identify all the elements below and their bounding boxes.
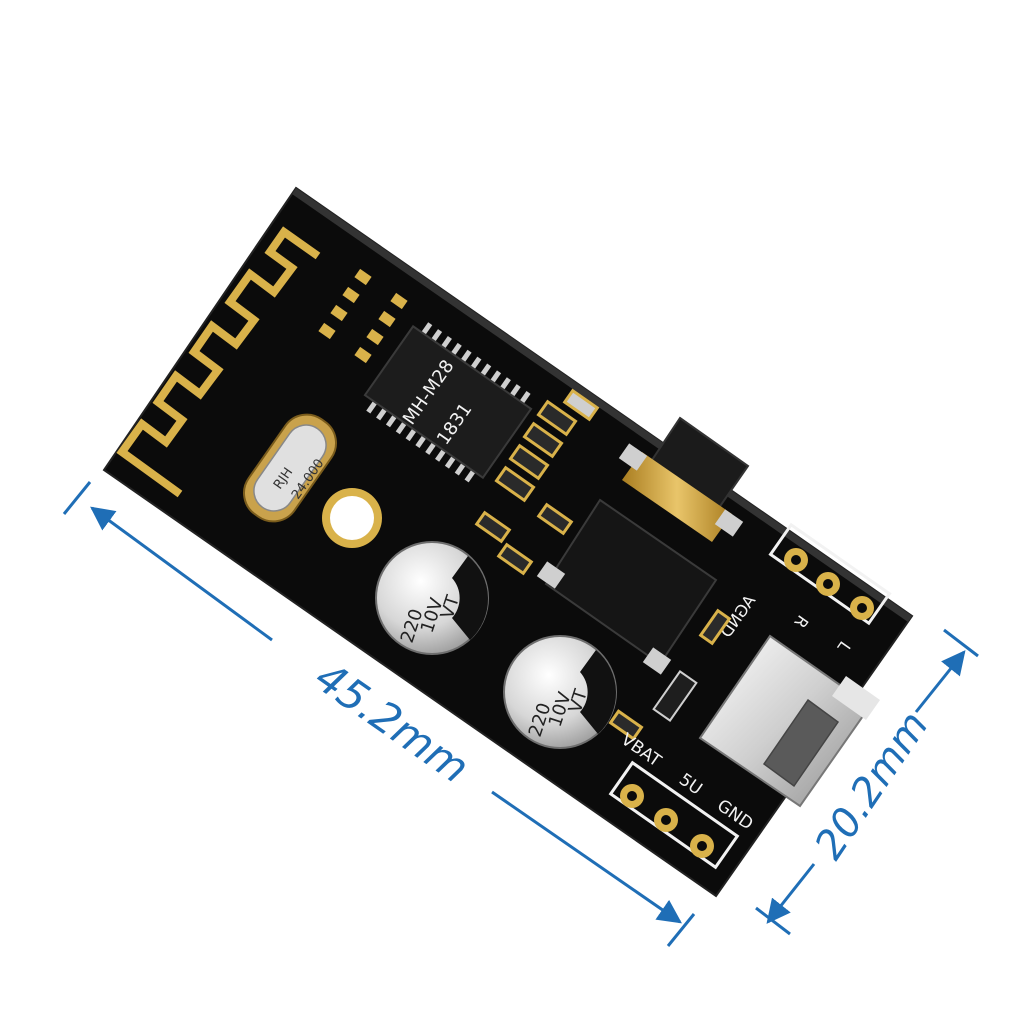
audio-jack-tab xyxy=(536,561,566,589)
pcb-edge-highlight xyxy=(292,188,912,622)
micro-usb-flange xyxy=(832,676,880,720)
audio-jack-tab xyxy=(714,509,744,537)
antenna-trace xyxy=(116,226,321,498)
capacitor-1-polarity-band xyxy=(452,556,488,640)
audio-pin-l-hole xyxy=(857,603,867,613)
smd-resistor xyxy=(522,421,564,459)
audio-jack-shield xyxy=(622,452,732,542)
pad xyxy=(354,346,372,364)
width-dimension-line-a xyxy=(914,650,966,713)
micro-usb-opening xyxy=(762,698,840,788)
micro-usb-port xyxy=(698,634,880,808)
pad xyxy=(366,328,384,346)
smd-resistor xyxy=(608,709,644,741)
smd-resistor xyxy=(508,443,550,481)
smd-resistor xyxy=(562,388,600,422)
length-dimension-tick-a xyxy=(62,481,92,515)
power-pin-gnd-hole xyxy=(697,841,707,851)
audio-pin-agnd-hole xyxy=(791,555,801,565)
smd-components-mid xyxy=(474,388,600,576)
smd-components-lower xyxy=(608,608,732,741)
capacitor-1: 220 10V VT xyxy=(375,541,489,655)
main-chip xyxy=(363,322,533,483)
crystal-top xyxy=(253,424,327,512)
micro-usb-shell xyxy=(698,634,872,808)
crystal-oscillator xyxy=(243,413,337,523)
smd-resistor xyxy=(536,502,574,536)
smd-resistor xyxy=(496,542,534,576)
power-pin-vbat-hole xyxy=(627,791,637,801)
audio-jack-tab xyxy=(618,443,648,471)
pad xyxy=(378,310,396,328)
width-dimension-line-b xyxy=(766,863,816,924)
chip-body xyxy=(363,324,533,480)
pad xyxy=(390,292,408,310)
smd-resistor xyxy=(494,465,536,503)
length-dimension-line-b xyxy=(491,790,682,924)
pcb-board: MH-M28 1831 RJH 24.000 220 10V xyxy=(102,186,914,898)
pad xyxy=(318,322,336,340)
audio-pin-r-hole xyxy=(823,579,833,589)
length-dimension-line-a xyxy=(90,506,273,642)
width-dimension-tick-b xyxy=(755,906,791,936)
audio-jack-tab xyxy=(642,647,672,675)
width-dimension-tick-a xyxy=(943,628,979,658)
smd-diode xyxy=(652,670,698,722)
smd-resistor xyxy=(536,399,578,437)
smd-resistor xyxy=(698,608,732,646)
mounting-hole-inner xyxy=(330,496,374,540)
capacitor-2: 220 10V VT xyxy=(503,635,617,749)
smd-resistor xyxy=(474,510,512,544)
capacitor-2-polarity-band xyxy=(580,650,616,734)
pad xyxy=(342,286,360,304)
audio-jack xyxy=(536,416,750,675)
pad xyxy=(330,304,348,322)
resistor-array-top xyxy=(318,268,408,364)
length-dimension-tick-b xyxy=(666,913,696,947)
pad xyxy=(354,268,372,286)
power-pin-5v-hole xyxy=(661,815,671,825)
